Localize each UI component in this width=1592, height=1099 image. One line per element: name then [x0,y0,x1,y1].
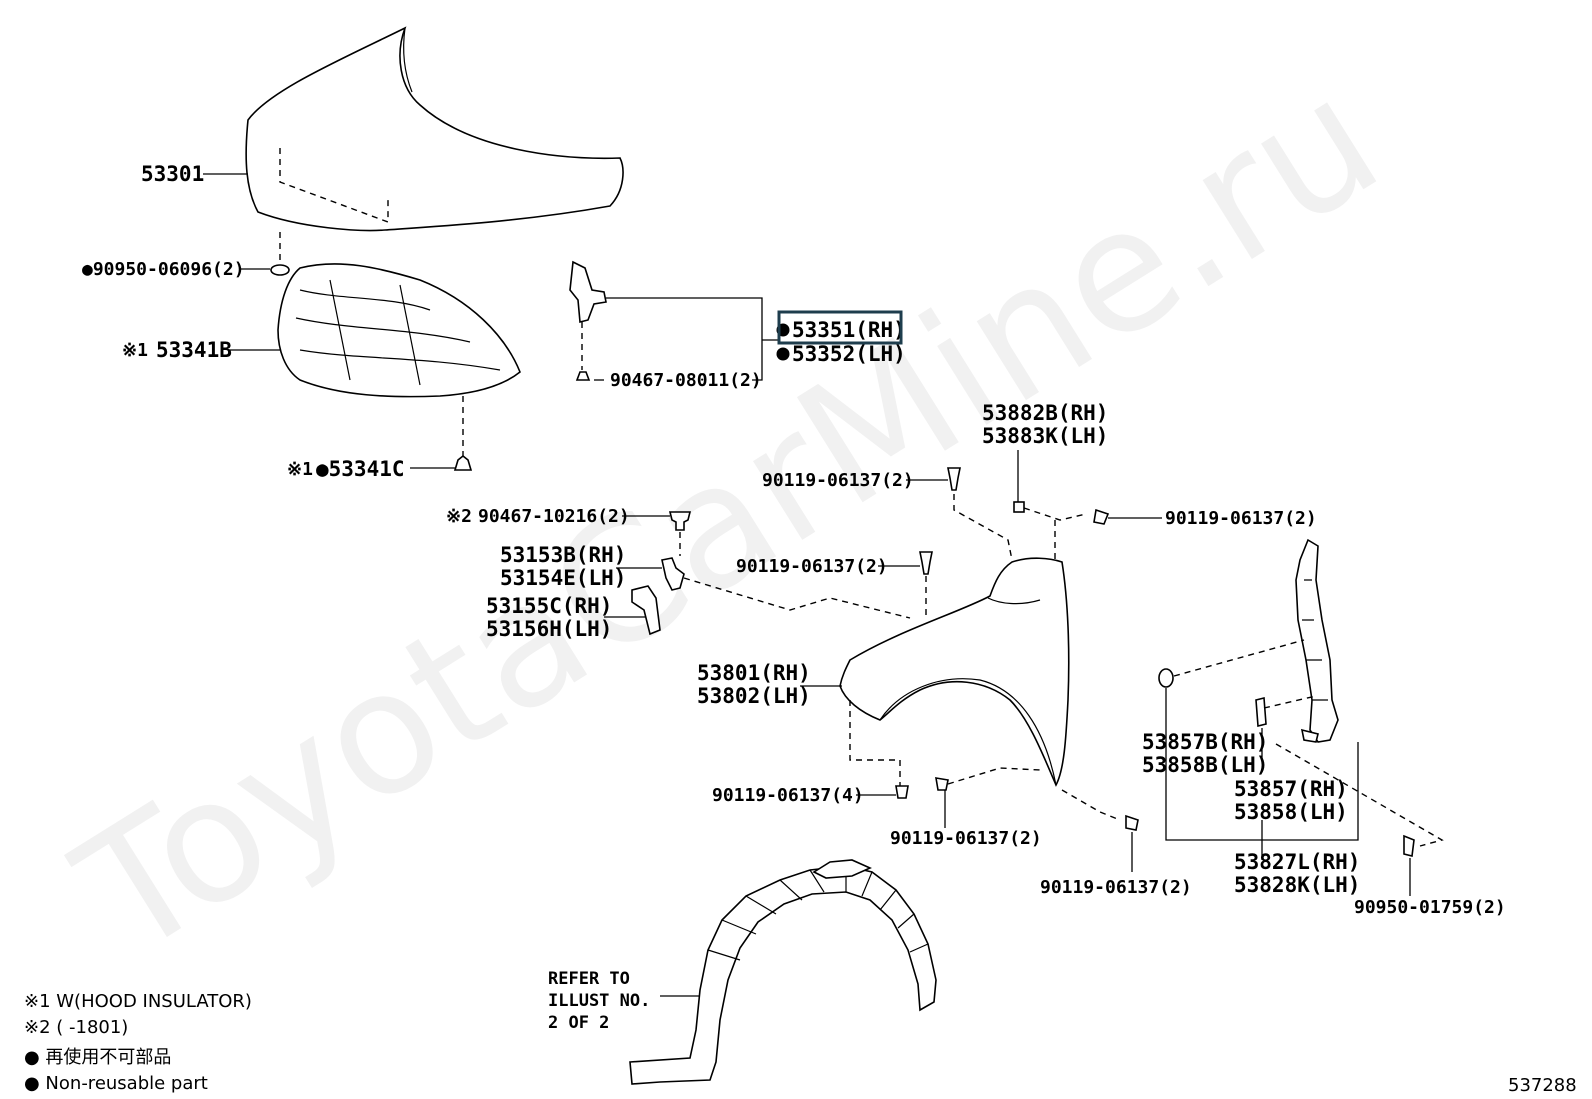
label-seal-a-rh[interactable]: 53857B(RH) [1142,730,1268,754]
retainer-mark: ※2 [446,506,472,527]
label-hinge-rh[interactable]: 53351(RH) [792,318,906,342]
fender-liner-illustration[interactable] [629,859,937,1085]
insulator-mark: ※1 [122,340,148,361]
label-bracket-a-rh[interactable]: 53153B(RH) [500,543,626,567]
illustration-number: 537288 [1508,1075,1577,1096]
insulator-clip-icon [453,454,473,471]
seal-b-icon [1255,696,1267,728]
note-non-reusable-jp: ● 再使用不可部品 [24,1047,171,1068]
label-bolt-lower[interactable]: 90119-06137(2) [890,828,1042,849]
label-bolt-mid[interactable]: 90119-06137(2) [736,556,888,577]
label-bolt-rear[interactable]: 90119-06137(2) [1040,877,1192,898]
fender-illustration[interactable] [839,557,1070,787]
label-bolt-right[interactable]: 90119-06137(2) [1165,508,1317,529]
label-insulator-clip[interactable]: ●53341C [316,457,405,481]
note-vin: ※2 ( -1801) [24,1017,128,1038]
label-hood-clip[interactable]: ●90950-06096(2) [82,259,245,280]
label-seal-clip[interactable]: 90950-01759(2) [1354,897,1506,918]
label-hinge-lh[interactable]: 53352(LH) [792,342,906,366]
label-seal-c-lh[interactable]: 53828K(LH) [1234,873,1360,897]
bolt-icon [1093,508,1110,525]
insulator-clip-mark: ※1 [287,459,313,480]
bracket-b-illustration[interactable] [631,585,661,636]
hood-hinge-illustration[interactable] [569,260,607,324]
selected-part-highlight [777,310,903,345]
label-cushion-lh[interactable]: 53883K(LH) [982,424,1108,448]
bolt-icon [919,551,933,575]
note-non-reusable-en: ● Non-reusable part [24,1073,208,1094]
bolt-icon [1125,814,1139,831]
fender-seal-illustration[interactable] [1295,538,1339,743]
label-bolt-front[interactable]: 90119-06137(4) [712,785,864,806]
label-hinge-clip[interactable]: 90467-08011(2) [610,370,762,391]
label-seal-c-rh[interactable]: 53827L(RH) [1234,850,1360,874]
label-seal-b-lh[interactable]: 53858(LH) [1234,800,1348,824]
cushion-icon [1013,501,1025,513]
label-hood-insulator[interactable]: 53341B [156,338,232,362]
refer-line1: REFER TO [548,969,630,989]
retainer-icon [668,511,692,531]
seal-a-icon [1158,668,1174,688]
bolt-icon [895,785,909,799]
hinge-clip-icon [575,371,591,381]
bolt-icon [947,467,961,491]
note-hood-insulator: ※1 W(HOOD INSULATOR) [24,991,252,1012]
label-seal-a-lh[interactable]: 53858B(LH) [1142,753,1268,777]
label-retainer[interactable]: 90467-10216(2) [478,506,630,527]
label-bracket-b-lh[interactable]: 53156H(LH) [486,617,612,641]
label-fender-lh[interactable]: 53802(LH) [697,684,811,708]
seal-clip-icon [1403,834,1415,857]
hood-clip-icon [270,264,290,276]
label-cushion-rh[interactable]: 53882B(RH) [982,401,1108,425]
label-hood[interactable]: 53301 [141,162,204,186]
label-bracket-a-lh[interactable]: 53154E(LH) [500,566,626,590]
hood-illustration[interactable] [245,26,624,232]
label-bracket-b-rh[interactable]: 53155C(RH) [486,594,612,618]
refer-line3: 2 OF 2 [548,1013,609,1033]
label-seal-b-rh[interactable]: 53857(RH) [1234,777,1348,801]
bolt-icon [935,777,949,791]
label-bolt-top[interactable]: 90119-06137(2) [762,470,914,491]
bracket-a-illustration[interactable] [661,557,685,591]
label-fender-rh[interactable]: 53801(RH) [697,661,811,685]
refer-line2: ILLUST NO. [548,991,650,1011]
non-reusable-dot-icon [776,347,790,361]
hood-insulator-illustration[interactable] [277,263,521,398]
